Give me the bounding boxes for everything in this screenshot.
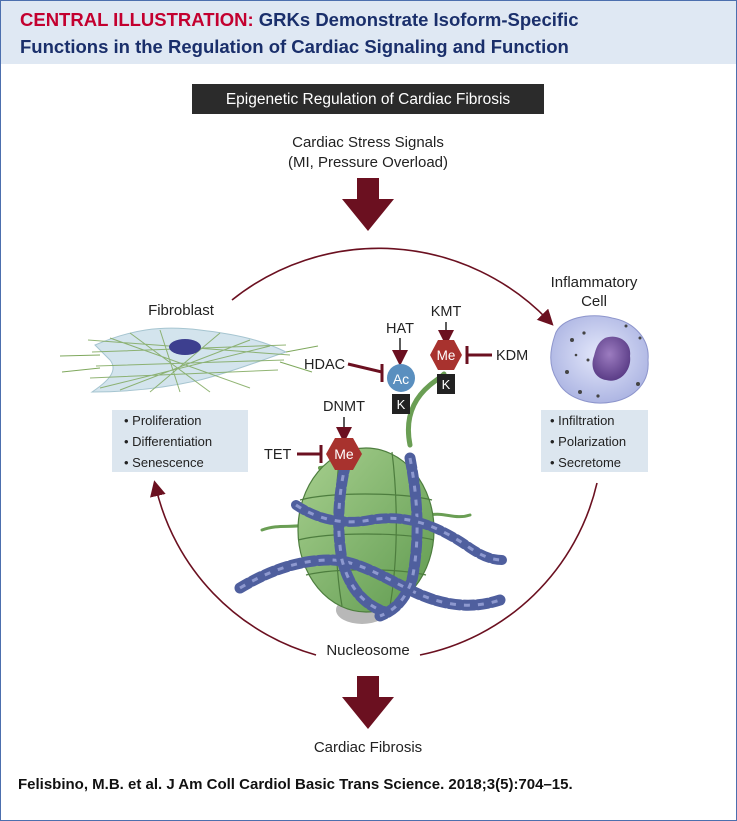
hdac-inhibit-line xyxy=(347,362,383,374)
inflammatory-cell-label-line2: Cell xyxy=(581,293,607,310)
header: CENTRAL ILLUSTRATION: GRKs Demonstrate I… xyxy=(0,0,737,64)
lysine-label-methyl: K xyxy=(442,377,451,392)
fibroblast-feature-3: • Senescence xyxy=(124,455,204,470)
nucleosome-illustration xyxy=(234,371,507,624)
header-title: CENTRAL ILLUSTRATION: GRKs Demonstrate I… xyxy=(20,6,730,60)
header-title-line1: GRKs Demonstrate Isoform-Specific xyxy=(258,9,579,30)
lysine-label-acetyl: K xyxy=(397,397,406,412)
dnmt-label: DNMT xyxy=(323,399,365,415)
histone-methyl-label: Me xyxy=(437,348,456,363)
fibroblast-cell-illustration xyxy=(59,327,319,393)
stress-down-arrow xyxy=(342,178,394,231)
banner-box xyxy=(192,84,544,114)
header-title-line2: Functions in the Regulation of Cardiac S… xyxy=(20,36,569,57)
hdac-label: HDAC xyxy=(304,357,345,373)
tet-label: TET xyxy=(264,447,292,463)
nucleosome-label: Nucleosome xyxy=(326,642,409,659)
fibroblast-feature-2: • Differentiation xyxy=(124,434,212,449)
kmt-label: KMT xyxy=(431,304,462,320)
dna-methyl-mark xyxy=(326,438,362,470)
fibrosis-down-arrow xyxy=(342,676,394,729)
cycle-arc-right xyxy=(419,482,598,656)
histone-methyl-mark xyxy=(430,340,462,370)
hat-label: HAT xyxy=(386,321,414,337)
stress-signals-line1: Cardiac Stress Signals xyxy=(292,134,444,151)
acetyl-label: Ac xyxy=(393,371,409,387)
fibroblast-label: Fibroblast xyxy=(148,302,215,319)
stress-signals-line2: (MI, Pressure Overload) xyxy=(288,154,448,171)
cardiac-fibrosis-label: Cardiac Fibrosis xyxy=(314,739,422,756)
fibroblast-feature-1: • Proliferation xyxy=(124,413,202,428)
inflammatory-feature-2: • Polarization xyxy=(550,434,626,449)
inflammatory-feature-1: • Infiltration xyxy=(550,413,615,428)
banner-label: Epigenetic Regulation of Cardiac Fibrosi… xyxy=(226,91,511,108)
inflammatory-cell-label-line1: Inflammatory xyxy=(551,274,638,291)
fibroblast-features: • Proliferation • Differentiation • Sene… xyxy=(112,410,248,472)
inflammatory-feature-3: • Secretome xyxy=(550,455,621,470)
lysine-box-acetyl xyxy=(392,394,410,414)
dna-methyl-label: Me xyxy=(334,446,354,462)
inflammatory-cell-illustration xyxy=(550,315,649,404)
inflammatory-features: • Infiltration • Polarization • Secretom… xyxy=(541,410,648,472)
cycle-arc-bottom-left xyxy=(150,480,317,656)
lysine-box-methyl xyxy=(437,374,455,394)
kdm-label: KDM xyxy=(496,348,528,364)
acetyl-mark xyxy=(387,364,415,392)
citation: Felisbino, M.B. et al. J Am Coll Cardiol… xyxy=(18,776,573,793)
cycle-arc-top xyxy=(231,247,554,326)
header-lead: CENTRAL ILLUSTRATION: xyxy=(20,9,254,30)
